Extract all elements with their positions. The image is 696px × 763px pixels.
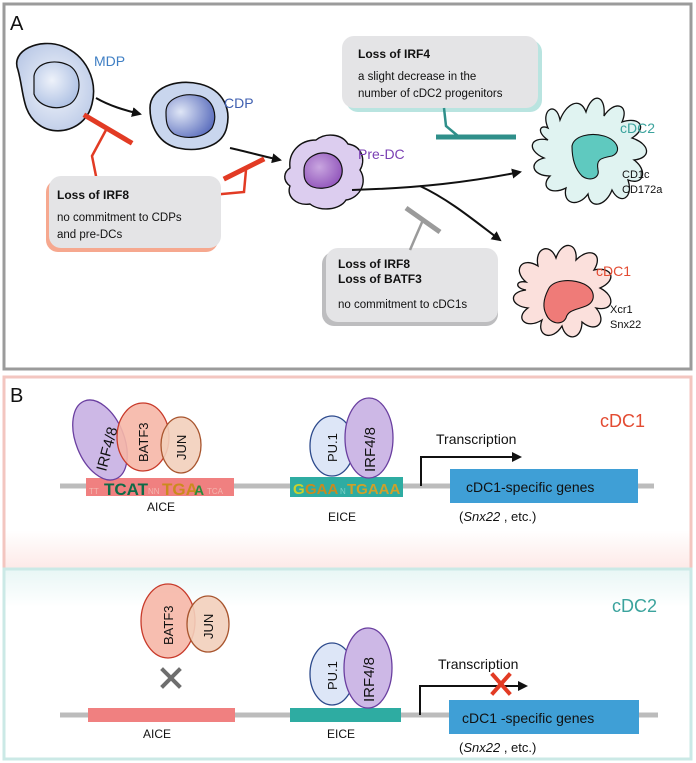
svg-text:A: A [194, 482, 204, 498]
svg-text:BATF3: BATF3 [161, 606, 176, 646]
jun-factor-cdc1: JUN [160, 416, 202, 474]
cdc2-cell [531, 97, 648, 205]
gene-examples-cdc2: (Snx22 , etc.) [459, 740, 536, 755]
svg-text:JUN: JUN [201, 614, 216, 639]
svg-text:TGA: TGA [162, 480, 198, 499]
cdc2-label: cDC2 [620, 120, 655, 136]
svg-text:JUN: JUN [174, 435, 189, 460]
cdc1-row-title: cDC1 [600, 411, 645, 431]
pu1-factor-cdc1: PU.1 [309, 415, 355, 477]
batf3-box-title1: Loss of IRF8 [338, 257, 410, 271]
irf8-block-1 [82, 112, 134, 178]
gene-examples-cdc1: (Snx22 , etc.) [459, 509, 536, 524]
svg-text:N: N [340, 487, 346, 496]
cdp-label: CDP [224, 95, 254, 111]
cdc1-marker-1: Xcr1 [610, 304, 633, 316]
predc-label: Pre-DC [358, 146, 405, 162]
cdc1-cell [512, 244, 612, 338]
irf4-box-line1: a slight decrease in the [358, 71, 476, 83]
arrow-cdp-predc [229, 147, 282, 164]
irf48-factor-cdc1: IRF4/8 [344, 397, 394, 479]
blocked-transcription-x-icon [490, 672, 512, 696]
eice-label-cdc2: EICE [327, 727, 355, 741]
no-binding-x-icon [160, 667, 182, 689]
aice-site-cdc2 [88, 708, 235, 722]
svg-text:TCAT: TCAT [104, 480, 149, 499]
batf3-box-title2: Loss of BATF3 [338, 272, 422, 286]
panel-a-label: A [10, 13, 24, 35]
cdc2-marker-1: CD1c [622, 169, 650, 181]
svg-text:TCA: TCA [207, 487, 224, 496]
irf4-box-title: Loss of IRF4 [358, 47, 430, 61]
arrow-predc-cdc2 [351, 168, 522, 191]
svg-text:NN: NN [148, 487, 160, 496]
svg-text:PU.1: PU.1 [325, 661, 340, 690]
irf48-factor-cdc2: IRF4/8 [343, 627, 393, 709]
aice-label-cdc2: AICE [143, 727, 171, 741]
transcription-label-cdc1: Transcription [436, 431, 516, 447]
eice-site-cdc2 [290, 708, 401, 722]
svg-text:GAA: GAA [305, 481, 339, 498]
aice-site-cdc1 [86, 478, 234, 496]
irf48-tilted-factor: IRF4/8 [72, 399, 128, 481]
svg-text:TGAAA: TGAAA [347, 481, 400, 498]
batf3-box-line1: no commitment to cDC1s [338, 299, 467, 311]
panel-b-label: B [10, 385, 23, 407]
irf8-box-line1: no commitment to CDPs [57, 212, 182, 224]
irf8-box-title: Loss of IRF8 [57, 188, 129, 202]
svg-text:TT: TT [89, 487, 99, 496]
box-loss-irf8-batf3 [322, 248, 498, 326]
gene-box-label-cdc1: cDC1-specific genes [466, 479, 594, 495]
box-loss-irf8 [46, 176, 221, 252]
svg-text:PU.1: PU.1 [325, 433, 340, 462]
svg-text:IRF4/8: IRF4/8 [362, 427, 379, 472]
cdc1-label: cDC1 [596, 263, 631, 279]
irf4-block [436, 107, 516, 140]
gene-box-cdc2 [449, 700, 639, 734]
svg-text:BATF3: BATF3 [136, 423, 151, 463]
svg-text:G: G [293, 481, 305, 498]
arrow-mdp-cdp [95, 97, 142, 117]
batf3-factor-cdc2: BATF3 [140, 583, 196, 659]
irf8-box-line2: and pre-DCs [57, 229, 122, 241]
aice-label-cdc1: AICE [147, 500, 175, 514]
mdp-label: MDP [94, 53, 125, 69]
transcription-label-cdc2: Transcription [438, 656, 518, 672]
box-loss-irf4 [342, 36, 542, 112]
batf3-factor-cdc1: BATF3 [116, 402, 170, 472]
transcription-arrow-cdc1 [420, 452, 522, 486]
irf8-block-2 [220, 156, 266, 196]
jun-factor-cdc2: JUN [186, 595, 230, 653]
cdc1-marker-2: Snx22 [610, 319, 641, 331]
eice-site-cdc1 [290, 477, 403, 497]
panel-b-cdc2-frame [2, 567, 693, 761]
eice-motif-logo: G GAA N TGAAA [293, 481, 400, 498]
transcription-arrow-cdc2 [419, 681, 528, 715]
aice-motif-logo: TT TCAT NN TGA A TCA [89, 480, 224, 499]
mdp-cell [15, 42, 95, 132]
svg-text:IRF4/8: IRF4/8 [361, 657, 378, 702]
eice-label-cdc1: EICE [328, 510, 356, 524]
cdp-cell [149, 81, 229, 151]
arrow-predc-cdc1 [419, 185, 502, 242]
gene-box-cdc1 [450, 469, 638, 503]
cdc2-marker-2: CD172a [622, 184, 663, 196]
batf3-block [404, 205, 442, 251]
irf4-box-line2: number of cDC2 progenitors [358, 88, 503, 100]
cdc2-row-title: cDC2 [612, 596, 657, 616]
gene-box-label-cdc2: cDC1 -specific genes [462, 710, 594, 726]
